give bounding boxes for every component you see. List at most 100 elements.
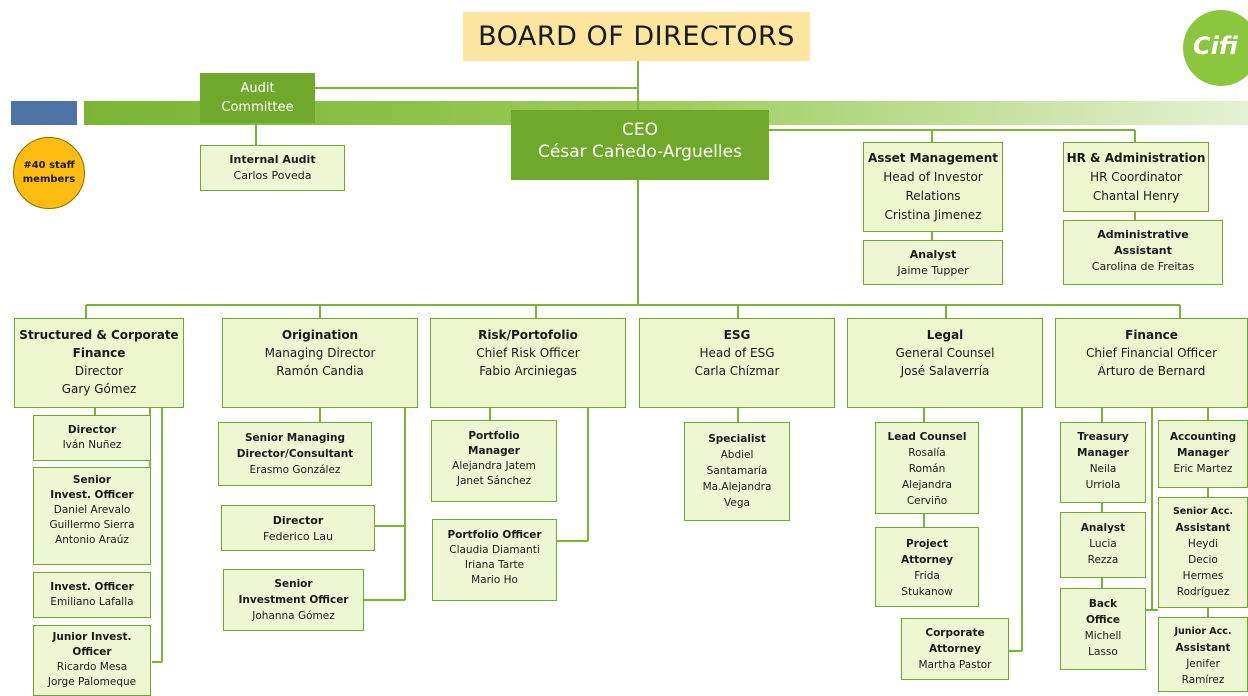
asset-management-title: Asset Management — [868, 151, 998, 165]
team-member-box: Director Iván Nuñez — [33, 415, 151, 461]
staff-count-line2: members — [22, 174, 76, 185]
position-title-cont: Director/Consultant — [236, 448, 354, 460]
dept-title: Risk/Portofolio — [478, 328, 578, 342]
position-title: Junior Acc. — [1174, 626, 1232, 637]
position-title: Accounting — [1169, 431, 1237, 443]
person-name: Heydi — [1187, 538, 1219, 550]
position-title: Analyst — [1080, 522, 1126, 534]
team-member-box: Junior Acc. Assistant Jenifer Ramírez — [1158, 617, 1248, 692]
hr-title: HR & Administration — [1066, 151, 1206, 165]
position-title: Project — [905, 538, 949, 550]
person-name: Román — [908, 463, 946, 475]
audit-committee-line1: Audit — [240, 81, 275, 96]
person-name: Ma.Alejandra — [702, 481, 772, 493]
team-member-box: Treasury Manager Neila Urriola — [1060, 422, 1146, 503]
position-title-cont: Officer — [72, 646, 112, 658]
person-name: Janet Sánchez — [456, 475, 532, 487]
asset-management-role: Head of Investor — [883, 170, 983, 184]
team-member-box: Project Attorney Frida Stukanow — [875, 527, 979, 607]
person-name: Rezza — [1087, 554, 1119, 566]
team-member-box: Back Office Michell Lasso — [1060, 588, 1146, 670]
ceo-title: CEO — [622, 120, 658, 140]
asset-analyst-box: Analyst Jaime Tupper — [863, 240, 1003, 285]
audit-committee-line2: Committee — [221, 100, 294, 115]
admin-assistant-name: Carolina de Freitas — [1091, 260, 1195, 273]
position-title: Back — [1088, 598, 1118, 610]
position-title: Senior Managing — [244, 432, 345, 444]
position-title: Treasury — [1077, 431, 1129, 443]
team-member-box: Junior Invest. Officer Ricardo Mesa Jorg… — [33, 625, 151, 696]
person-name: Jorge Palomeque — [47, 676, 137, 688]
person-name: Vega — [724, 497, 750, 509]
dept-risk-portfolio: Risk/Portofolio Chief Risk Officer Fabio… — [430, 318, 626, 408]
person-name: Claudia Diamanti — [449, 544, 540, 556]
asset-management-role-cont: Relations — [905, 189, 961, 203]
person-name: Federico Lau — [263, 530, 333, 543]
position-title: Invest. Officer — [50, 581, 134, 593]
hr-administration-box: HR & Administration HR Coordinator Chant… — [1063, 142, 1209, 212]
dept-head-name: José Salaverría — [900, 364, 990, 378]
person-name: Emiliano Lafalla — [50, 596, 134, 608]
asset-analyst-title: Analyst — [909, 248, 957, 261]
dept-role: Chief Financial Officer — [1085, 346, 1218, 360]
dept-head-name: Fabio Arciniegas — [479, 364, 577, 378]
position-title-cont: Assistant — [1175, 642, 1231, 654]
position-title: Senior Acc. — [1172, 506, 1234, 517]
team-member-box: Senior Acc. Assistant Heydi Decio Hermes… — [1158, 497, 1248, 608]
dept-structured-corporate-finance: Structured & Corporate Finance Director … — [14, 318, 184, 408]
position-title-cont: Invest. Officer — [50, 489, 134, 501]
person-name: Lucia — [1089, 538, 1117, 550]
person-name: Rodríguez — [1176, 586, 1230, 598]
position-title: Specialist — [708, 433, 766, 445]
person-name: Iriana Tarte — [464, 559, 525, 571]
position-title: Junior Invest. — [52, 631, 132, 643]
person-name: Stukanow — [901, 586, 953, 598]
internal-audit-name: Carlos Poveda — [233, 169, 312, 182]
administrative-assistant-box: Administrative Assistant Carolina de Fre… — [1063, 220, 1223, 285]
person-name: Abdiel — [720, 449, 754, 461]
team-member-box: Lead Counsel Rosalía Román Alejandra Cer… — [875, 422, 979, 514]
team-member-box: Director Federico Lau — [221, 505, 375, 551]
team-member-box: Invest. Officer Emiliano Lafalla — [33, 572, 151, 618]
person-name: Alejandra Jatem — [452, 460, 536, 472]
person-name: Mario Ho — [471, 574, 518, 586]
position-title: Director — [67, 424, 117, 436]
asset-management-name: Cristina Jimenez — [884, 208, 982, 222]
dept-finance: Finance Chief Financial Officer Arturo d… — [1055, 318, 1248, 408]
board-of-directors-box: BOARD OF DIRECTORS — [463, 12, 810, 61]
hr-role: HR Coordinator — [1090, 170, 1182, 184]
hr-name: Chantal Henry — [1092, 189, 1180, 203]
dept-role: Managing Director — [264, 346, 376, 360]
dept-head-name: Gary Gómez — [61, 382, 137, 396]
person-name: Michell — [1084, 630, 1122, 642]
dept-head-name: Carla Chízmar — [694, 364, 780, 378]
person-name: Urriola — [1085, 479, 1121, 491]
staff-count-badge: #40 staff members — [13, 137, 85, 209]
team-member-box: Portfolio Manager Alejandra Jatem Janet … — [431, 420, 557, 502]
dept-role: Chief Risk Officer — [476, 346, 580, 360]
person-name: Lasso — [1088, 646, 1118, 658]
team-member-box: Accounting Manager Eric Martez — [1158, 420, 1248, 488]
position-title-cont: Assistant — [1175, 522, 1231, 534]
position-title-cont: Investment Officer — [238, 594, 349, 606]
position-title-cont: Attorney — [901, 554, 953, 566]
dept-origination: Origination Managing Director Ramón Cand… — [222, 318, 418, 408]
position-title: Director — [272, 514, 324, 527]
dept-role: Head of ESG — [699, 346, 775, 360]
dept-title: Finance — [1125, 328, 1178, 342]
team-member-box: Specialist Abdiel Santamaría Ma.Alejandr… — [684, 422, 790, 521]
internal-audit-box: Internal Audit Carlos Poveda — [200, 145, 345, 191]
admin-assistant-title2: Assistant — [1114, 244, 1172, 257]
dept-esg: ESG Head of ESG Carla Chízmar — [639, 318, 835, 408]
dept-title: Structured & Corporate — [19, 328, 179, 342]
person-name: Neila — [1089, 463, 1117, 475]
dept-role: General Counsel — [895, 346, 995, 360]
team-member-box: Senior Managing Director/Consultant Eras… — [218, 422, 372, 486]
team-member-box: Portfolio Officer Claudia Diamanti Irian… — [432, 519, 557, 601]
position-title: Lead Counsel — [887, 431, 967, 443]
person-name: Eric Martez — [1173, 463, 1233, 475]
person-name: Iván Nuñez — [62, 439, 122, 451]
person-name: Jenifer — [1186, 658, 1220, 670]
dept-title-cont: Finance — [72, 346, 126, 360]
audit-committee-box: Audit Committee — [200, 73, 315, 123]
